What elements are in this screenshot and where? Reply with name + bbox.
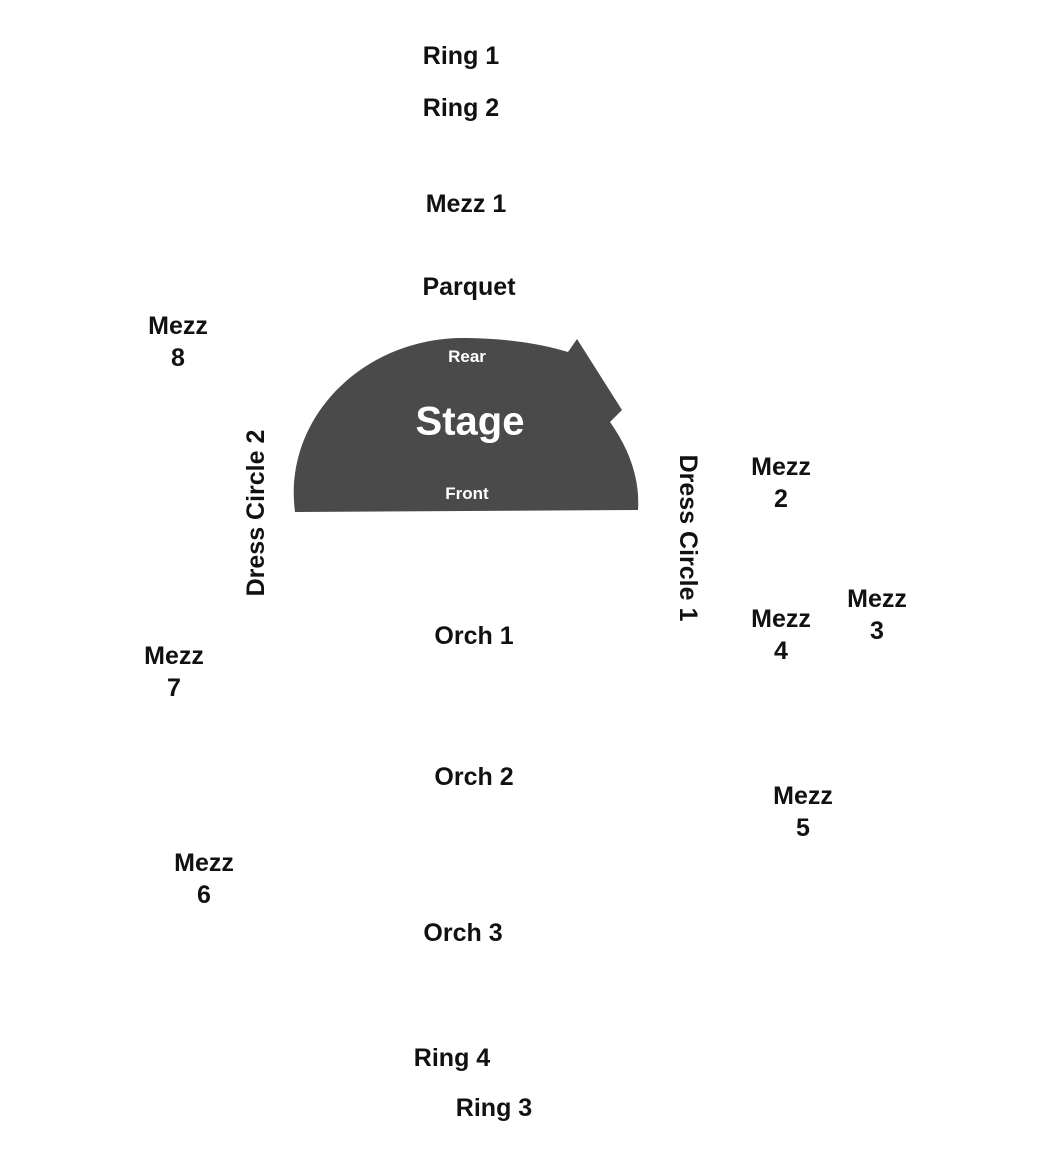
- section-number: 8: [171, 344, 185, 372]
- section-label: Mezz: [144, 642, 204, 670]
- section-number: 3: [870, 617, 884, 645]
- section-mezz-1[interactable]: Mezz 1: [425, 190, 507, 218]
- section-number: 7: [167, 674, 181, 702]
- section-ring-3[interactable]: Ring 3: [455, 1094, 533, 1122]
- section-label: Mezz: [148, 312, 208, 340]
- section-mezz-4[interactable]: Mezz 4: [751, 603, 811, 667]
- section-number: 2: [774, 485, 788, 513]
- section-label: Mezz: [174, 849, 234, 877]
- section-parquet[interactable]: Parquet: [422, 273, 516, 301]
- section-mezz-7[interactable]: Mezz 7: [144, 640, 204, 704]
- section-mezz-2[interactable]: Mezz 2: [751, 451, 811, 515]
- section-number: 6: [197, 881, 211, 909]
- section-orch-1[interactable]: Orch 1: [434, 622, 514, 650]
- section-label: Mezz: [847, 585, 907, 613]
- section-mezz-5[interactable]: Mezz 5: [773, 780, 833, 844]
- stage-label: Stage: [415, 399, 525, 444]
- section-ring-2[interactable]: Ring 2: [422, 94, 500, 122]
- section-number: 4: [774, 637, 788, 665]
- section-ring-1[interactable]: Ring 1: [422, 42, 500, 70]
- section-orch-3[interactable]: Orch 3: [423, 919, 503, 947]
- stage-front-label: Front: [445, 484, 489, 503]
- section-mezz-8[interactable]: Mezz 8: [148, 310, 208, 374]
- section-dress-circle-1[interactable]: Dress Circle 1: [674, 454, 702, 622]
- section-label: Mezz: [773, 782, 833, 810]
- section-label: Mezz: [751, 605, 811, 633]
- section-ring-4[interactable]: Ring 4: [413, 1044, 491, 1072]
- section-label: Mezz: [751, 453, 811, 481]
- section-mezz-3[interactable]: Mezz 3: [847, 583, 907, 647]
- section-mezz-6[interactable]: Mezz 6: [174, 847, 234, 911]
- section-dress-circle-2[interactable]: Dress Circle 2: [242, 429, 270, 597]
- section-number: 5: [796, 814, 810, 842]
- stage-rear-label: Rear: [448, 347, 486, 366]
- section-orch-2[interactable]: Orch 2: [434, 763, 514, 791]
